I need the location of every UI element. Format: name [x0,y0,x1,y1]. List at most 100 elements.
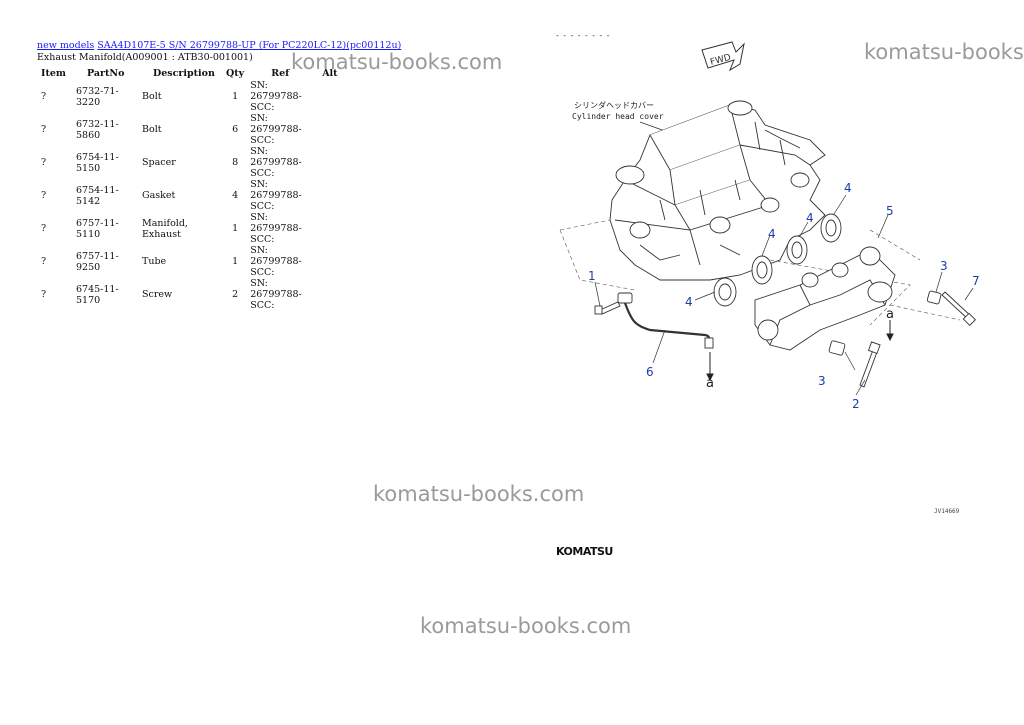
table-row: ? 6757-11-9250 Tube 1 SN: 26799788-SCC: [35,245,349,278]
label-japanese: シリンダヘッドカバー [574,100,654,110]
cell-qty: 4 [232,190,239,201]
callout-3: 3 [818,374,826,388]
cell-qty: 1 [232,256,239,267]
table-row: ? 6754-11-5150 Spacer 8 SN: 26799788-SCC… [35,146,349,179]
cell-item: ? [41,157,47,168]
arrow-label-a: a [886,307,894,322]
gasket-drawings [713,213,842,307]
cell-ref: SN: 26799788-SCC: [247,179,319,212]
parts-table: Item PartNo Description Qty Ref Alt ? 67… [35,66,349,312]
header-qty: Qty [226,67,245,79]
cell-partno: 6732-11-5860 [76,118,119,141]
cell-description: Spacer [142,157,176,168]
ref-serial: SN: 26799788- [250,113,302,135]
cell-partno: 6757-11-5110 [76,217,119,240]
cell-ref: SN: 26799788-SCC: [247,212,319,245]
cell-ref: SN: 26799788-SCC: [247,278,319,311]
table-header-row: Item PartNo Description Qty Ref Alt [35,66,349,80]
header-alt: Alt [322,67,338,79]
callout-6: 6 [646,365,654,379]
cell-qty: 8 [232,157,239,168]
manifold-drawing [754,246,896,351]
ref-scc: SCC: [250,300,275,311]
cell-ref: SN: 26799788-SCC: [247,146,319,179]
ref-scc: SCC: [250,168,275,179]
ref-serial: SN: 26799788- [250,179,302,201]
header-item: Item [41,67,66,79]
exhaust-manifold-diagram: FWD シリンダヘッドカバー Cylinder head cover [559,41,980,411]
header-description: Description [153,67,215,79]
cell-alt [319,146,349,179]
table-row: ? 6732-71-3220 Bolt 1 SN: 26799788-SCC: [35,80,349,113]
callout-1: 1 [588,269,596,283]
cell-item: ? [41,91,47,102]
hardware-drawings [594,290,977,388]
fwd-arrow-icon: FWD [701,41,745,72]
callout-3: 3 [940,259,948,273]
drawing-code: JV14669 [934,508,960,515]
cell-ref: SN: 26799788-SCC: [247,113,319,146]
cell-alt [319,113,349,146]
cell-description: Tube [142,256,167,267]
cell-qty: 1 [232,91,239,102]
engine-block-drawing [609,100,826,281]
cell-description: Bolt [142,91,162,102]
cell-description: Bolt [142,124,162,135]
ref-serial: SN: 26799788- [250,212,302,234]
reference-lines [559,219,961,326]
ref-serial: SN: 26799788- [250,278,302,300]
cell-partno: 6754-11-5142 [76,184,119,207]
callout-5: 5 [886,204,894,218]
table-row: ? 6757-11-5110 Manifold, Exhaust 1 SN: 2… [35,212,349,245]
leader-lines [594,194,974,396]
cell-partno: 6745-11-5170 [76,283,119,306]
breadcrumb: new models SAA4D107E-5 S/N 26799788-UP (… [37,40,401,51]
ref-serial: SN: 26799788- [250,245,302,267]
callout-4: 4 [768,227,776,241]
cell-partno: 6757-11-9250 [76,250,119,273]
cell-alt [319,212,349,245]
cell-description: Screw [142,289,173,300]
ref-scc: SCC: [250,201,275,212]
callout-4: 4 [806,211,814,225]
cell-item: ? [41,124,47,135]
table-row: ? 6745-11-5170 Screw 2 SN: 26799788-SCC: [35,278,349,311]
cell-qty: 1 [232,223,239,234]
cell-partno: 6732-71-3220 [76,85,119,108]
ref-serial: SN: 26799788- [250,146,302,168]
a-arrows [706,320,894,382]
header-ref: Ref [271,67,290,79]
page-subtitle: Exhaust Manifold(A009001 : ATB30-001001) [37,52,253,63]
header-partno: PartNo [87,67,125,79]
cell-item: ? [41,289,47,300]
watermark: komatsu-books.com [420,614,632,638]
cell-description: Manifold, Exhaust [142,217,188,240]
model-link[interactable]: SAA4D107E-5 S/N 26799788-UP (For PC220LC… [97,40,402,51]
cell-item: ? [41,190,47,201]
cell-ref: SN: 26799788-SCC: [247,245,319,278]
table-row: ? 6754-11-5142 Gasket 4 SN: 26799788-SCC… [35,179,349,212]
cell-qty: 6 [232,124,239,135]
callout-4: 4 [685,295,693,309]
diagram-header-dashes: - - - - - - - - [556,31,611,40]
new-models-link[interactable]: new models [37,40,95,51]
cell-alt [319,278,349,311]
cell-alt [319,245,349,278]
cell-item: ? [41,223,47,234]
table-row: ? 6732-11-5860 Bolt 6 SN: 26799788-SCC: [35,113,349,146]
ref-scc: SCC: [250,102,275,113]
cell-alt [319,80,349,113]
ref-scc: SCC: [250,267,275,278]
cell-qty: 2 [232,289,239,300]
komatsu-logo: KOMATSU [556,545,613,558]
watermark: komatsu-books.com [291,50,503,74]
arrow-label-a: a [706,376,714,391]
ref-scc: SCC: [250,234,275,245]
ref-serial: SN: 26799788- [250,80,302,102]
cell-ref: SN: 26799788-SCC: [247,80,319,113]
cell-partno: 6754-11-5150 [76,151,119,174]
callout-numbers: 1 2 3 3 4 4 4 4 5 6 7 [588,181,980,411]
ref-scc: SCC: [250,135,275,146]
cell-description: Gasket [142,190,176,201]
watermark: komatsu-books.com [373,482,585,506]
